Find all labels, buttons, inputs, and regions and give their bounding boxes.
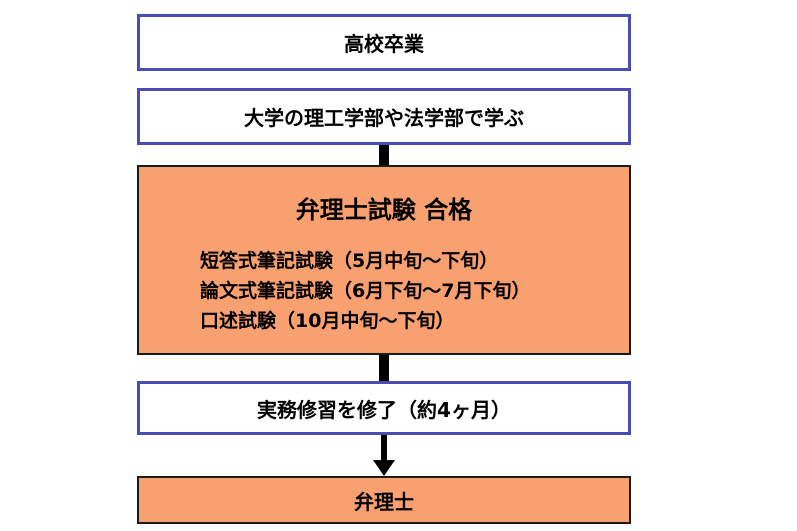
step-label: 実務修習を修了（約4ヶ月） bbox=[257, 397, 511, 422]
arrow-down-icon bbox=[373, 460, 395, 476]
step-patent-attorney: 弁理士 bbox=[137, 476, 631, 524]
exam-title: 弁理士試験 合格 bbox=[295, 196, 473, 224]
step-label: 高校卒業 bbox=[344, 32, 424, 56]
step-label: 大学の理工学部や法学部で学ぶ bbox=[244, 106, 524, 130]
step-high-school: 高校卒業 bbox=[137, 14, 631, 71]
exam-item-oral: 口述試験（10月中旬〜下旬） bbox=[200, 310, 455, 332]
step-university: 大学の理工学部や法学部で学ぶ bbox=[137, 88, 631, 145]
exam-item-essay: 論文式筆記試験（6月下旬〜7月下旬） bbox=[200, 280, 531, 302]
connector-university-exam bbox=[379, 145, 389, 165]
connector-exam-training bbox=[379, 355, 389, 381]
connector-training-attorney bbox=[381, 435, 387, 461]
step-exam: 弁理士試験 合格 短答式筆記試験（5月中旬〜下旬） 論文式筆記試験（6月下旬〜7… bbox=[137, 165, 631, 355]
step-label: 弁理士 bbox=[354, 489, 414, 514]
step-training: 実務修習を修了（約4ヶ月） bbox=[137, 381, 631, 435]
exam-item-short-answer: 短答式筆記試験（5月中旬〜下旬） bbox=[200, 250, 499, 272]
